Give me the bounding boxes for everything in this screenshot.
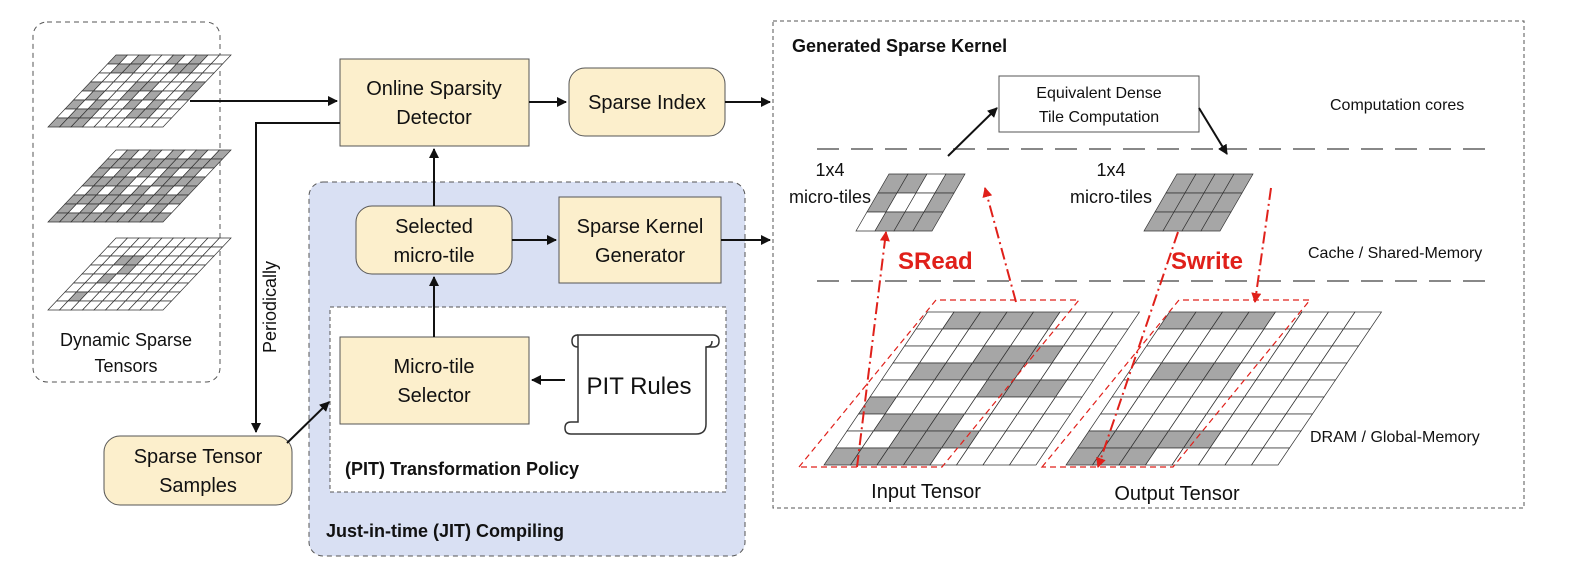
microtiles-right-label-1: 1x4 (1096, 160, 1125, 180)
pit-rules-label: PIT Rules (587, 373, 692, 400)
microtile-selector-label-1: Micro-tile (393, 356, 474, 378)
generated-kernel-label: Generated Sparse Kernel (792, 36, 1007, 56)
output-tensor-highlight (1040, 299, 1312, 468)
microtiles-left-label-2: micro-tiles (789, 187, 871, 207)
selected-microtile-label-2: micro-tile (393, 245, 474, 267)
swrite-left-arrow (1096, 231, 1179, 468)
dense-tile-label-2: Tile Computation (1039, 109, 1159, 126)
compute-to-tile-arrow (1198, 107, 1228, 155)
microtiles-left-label-1: 1x4 (815, 160, 844, 180)
level-dram-label: DRAM / Global-Memory (1310, 429, 1480, 446)
dynamic-sparse-tensors (47, 54, 232, 311)
dynamic-tensor-grid-1 (47, 54, 232, 128)
detector-label-2: Detector (396, 107, 472, 129)
microtile-selector-label-2: Selector (397, 385, 471, 407)
sread-swrite-arrows (856, 187, 1272, 468)
online-sparsity-detector-box (339, 58, 530, 147)
samples-to-policy-arrow (286, 401, 330, 444)
samples-label-2: Samples (159, 475, 237, 497)
input-tensor-grid (823, 311, 1141, 466)
detector-label-1: Online Sparsity (366, 78, 502, 100)
swrite-label: Swrite (1171, 248, 1243, 275)
selected-microtile-label-1: Selected (395, 216, 473, 238)
input-tensor-label: Input Tensor (871, 481, 981, 503)
sparse-index-label: Sparse Index (588, 92, 706, 114)
input-tensor-highlight (797, 299, 1081, 468)
sparse-tensor-samples-box (103, 435, 293, 506)
detector-to-samples-arrow (251, 122, 340, 433)
kernel-generator-label-2: Generator (595, 245, 685, 267)
kernel-grids (823, 173, 1383, 466)
sread-right-arrow (982, 187, 1017, 303)
kernel-generator-label-1: Sparse Kernel (577, 216, 704, 238)
pit-rules-scroll-icon (564, 334, 720, 435)
level-cache-label: Cache / Shared-Memory (1308, 245, 1482, 262)
tile-to-compute-arrow (947, 107, 998, 157)
sread-up-arrow (856, 231, 890, 468)
microtile-selector-box (339, 336, 530, 425)
periodically-label: Periodically (260, 261, 280, 353)
output-microtile-grid (1143, 173, 1254, 232)
generated-kernel-group (772, 20, 1525, 509)
level-compute-label: Computation cores (1330, 97, 1464, 114)
sread-label: SRead (898, 248, 973, 275)
dynamic-tensors-label-2: Tensors (94, 356, 157, 376)
microtiles-right-label-2: micro-tiles (1070, 187, 1152, 207)
transformation-policy-label: (PIT) Transformation Policy (345, 459, 579, 479)
left-arrows (190, 96, 771, 444)
input-microtile-grid (855, 173, 966, 232)
dynamic-tensors-group (32, 21, 221, 383)
dynamic-tensors-label-1: Dynamic Sparse (60, 330, 192, 350)
dynamic-tensor-grid-2 (47, 149, 232, 223)
jit-compiling-label: Just-in-time (JIT) Compiling (326, 521, 564, 541)
samples-label-1: Sparse Tensor (134, 446, 263, 468)
sparse-kernel-generator-box (558, 196, 722, 284)
dynamic-tensor-grid-3 (47, 237, 232, 311)
dense-tile-label-1: Equivalent Dense (1036, 85, 1162, 102)
output-tensor-label: Output Tensor (1114, 483, 1240, 505)
swrite-right-arrow (1251, 187, 1272, 303)
dense-tile-computation-box (998, 75, 1200, 133)
